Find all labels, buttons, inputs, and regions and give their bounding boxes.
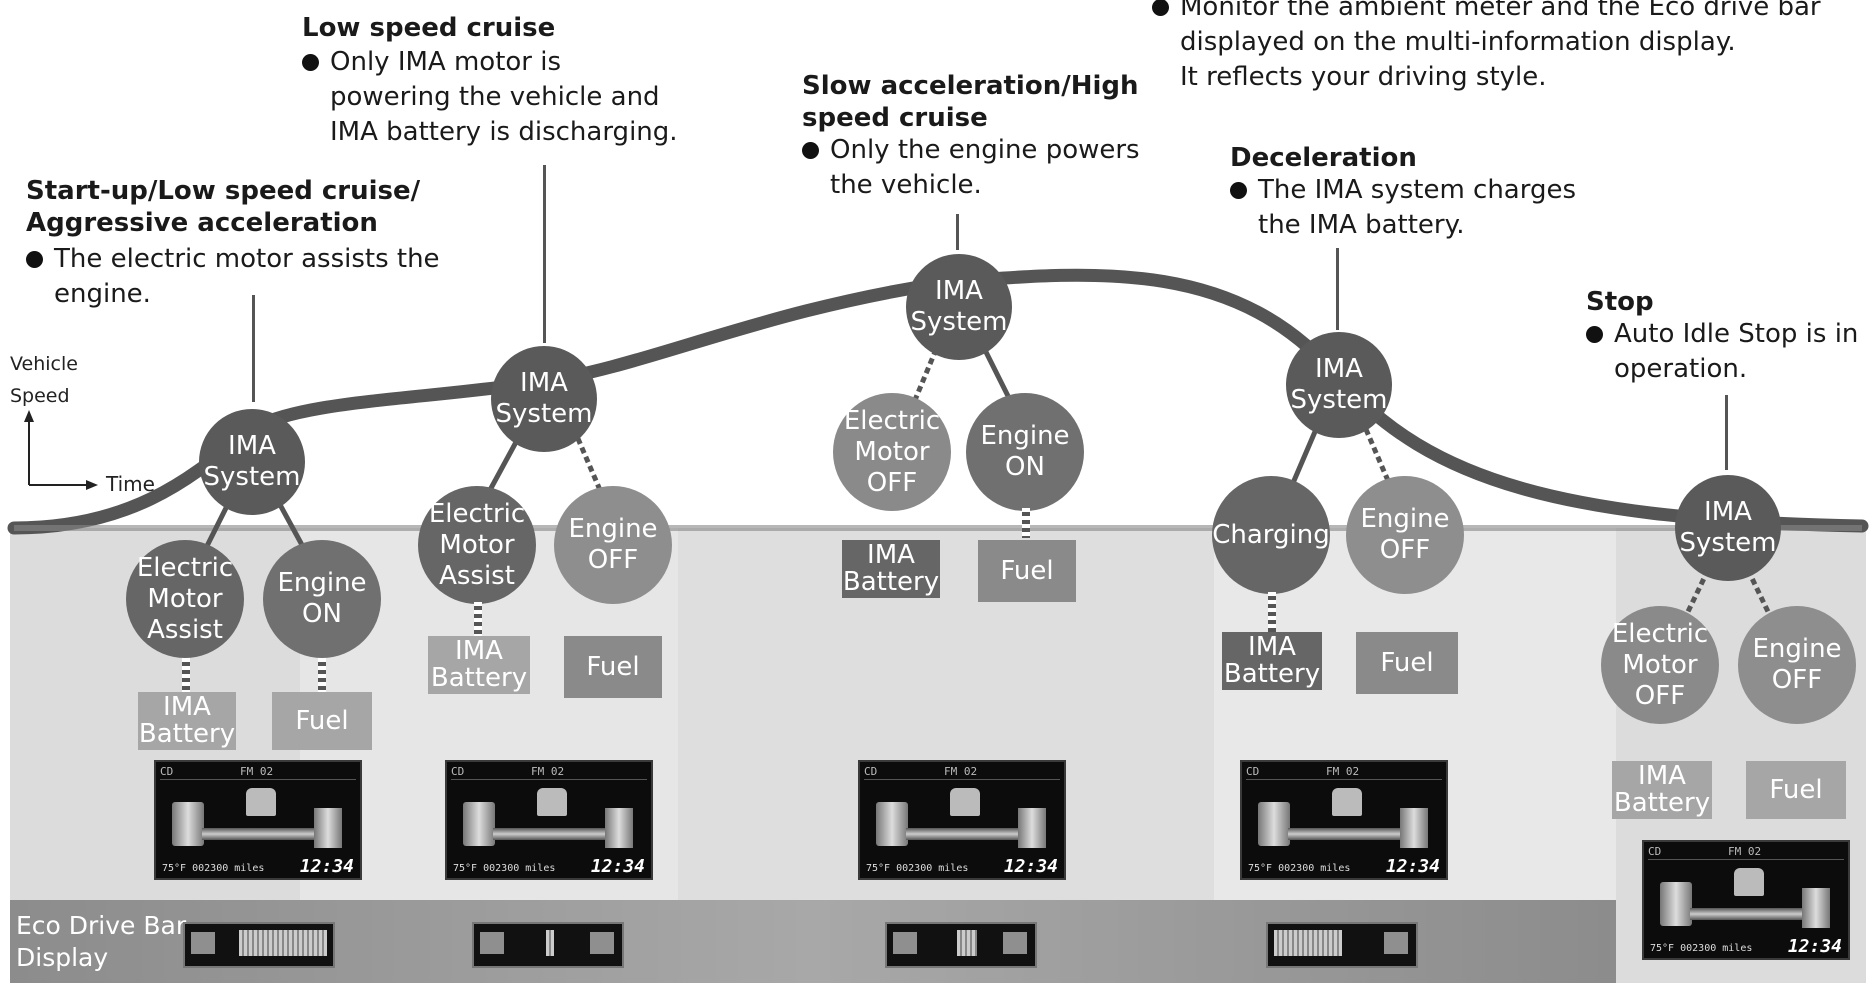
stage-4-ima-battery: IMA Battery	[1222, 632, 1322, 690]
stage-2-bullet: Only IMA motor is powering the vehicle a…	[302, 45, 678, 150]
stage-5-bullet: Auto Idle Stop is in operation.	[1586, 317, 1858, 387]
stage-5-engine: Engine OFF	[1738, 606, 1856, 724]
y-axis-label: Vehicle Speed	[10, 353, 78, 407]
stage-4-fuel: Fuel	[1356, 632, 1458, 694]
stage-5-fuel: Fuel	[1746, 761, 1846, 819]
stage-1-engine: Engine ON	[263, 540, 381, 658]
stage-4-heading: Deceleration	[1230, 143, 1417, 173]
stage-1-ima-battery: IMA Battery	[138, 692, 236, 750]
stage-3-bullet: Only the engine powers the vehicle.	[802, 133, 1140, 203]
stage-3-fuel: Fuel	[978, 540, 1076, 602]
x-axis-label: Time	[106, 472, 155, 496]
stage-1-leader	[252, 295, 255, 402]
stage-1-fuel: Fuel	[272, 692, 372, 750]
stage-4-eco-drive-bar	[1266, 922, 1418, 968]
stage-1-eco-drive-bar	[183, 922, 335, 968]
stage-3-fuel-link	[1022, 508, 1030, 538]
stage-5-heading: Stop	[1586, 287, 1654, 317]
stage-2-engine: Engine OFF	[554, 486, 672, 604]
stage-5-ima-battery: IMA Battery	[1612, 761, 1712, 819]
stage-1-ima-system: IMA System	[199, 409, 305, 515]
stage-3-ima-system: IMA System	[906, 254, 1012, 360]
stage-5-leader	[1725, 395, 1728, 470]
stage-4-charging: Charging	[1212, 476, 1330, 594]
top-note: Monitor the ambient meter and the Eco dr…	[1152, 0, 1821, 95]
stage-2-leader	[543, 165, 546, 343]
stage-4-leader	[1336, 248, 1339, 330]
stage-1-electric-motor: Electric Motor Assist	[126, 540, 244, 658]
stage-2-eco-drive-bar	[472, 922, 624, 968]
stage-1-bullet: The electric motor assists the engine.	[26, 242, 440, 312]
stage-3-eco-drive-bar	[885, 922, 1037, 968]
stage-3-ima-battery: IMA Battery	[842, 540, 940, 598]
stage-1-fuel-link	[318, 658, 326, 692]
stage-2-heading: Low speed cruise	[302, 13, 556, 43]
stage-3-engine: Engine ON	[966, 393, 1084, 511]
stage-5-ima-system: IMA System	[1675, 475, 1781, 581]
stage-3-leader	[956, 214, 959, 250]
stage-1-battery-link	[182, 658, 190, 692]
stage-3-heading: Slow acceleration/High speed cruise	[802, 71, 1139, 133]
stage-2-battery-link	[474, 602, 482, 636]
stage-4-bullet: The IMA system charges the IMA battery.	[1230, 173, 1576, 243]
stage-2-ima-battery: IMA Battery	[428, 636, 530, 694]
stage-2-electric-motor: Electric Motor Assist	[418, 486, 536, 604]
stage-4-battery-link	[1268, 592, 1276, 632]
eco-drive-bar-label: Eco Drive Bar Display	[16, 911, 187, 972]
stage-5-electric-motor: Electric Motor OFF	[1601, 606, 1719, 724]
stage-4-ima-system: IMA System	[1286, 332, 1392, 438]
stage-1-heading: Start-up/Low speed cruise/ Aggressive ac…	[26, 176, 421, 238]
stage-2-fuel: Fuel	[564, 636, 662, 698]
stage-2-ima-system: IMA System	[491, 346, 597, 452]
stage-3-electric-motor: Electric Motor OFF	[833, 393, 951, 511]
stage-4-engine: Engine OFF	[1346, 476, 1464, 594]
